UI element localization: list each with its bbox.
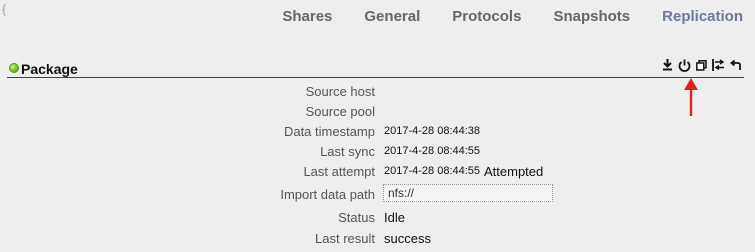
last-attempt-value: 2017-4-28 08:44:55 <box>384 165 481 177</box>
tab-protocols[interactable]: Protocols <box>452 8 522 25</box>
last-sync-row: Last sync 2017-4-28 08:44:55 <box>0 144 755 162</box>
package-header: Package <box>7 57 744 78</box>
source-pool-row: Source pool <box>0 104 755 122</box>
import-path-input[interactable] <box>383 184 553 202</box>
last-attempt-status: Attempted <box>484 164 544 179</box>
data-timestamp-label: Data timestamp <box>283 124 375 139</box>
tab-bar: Shares General Protocols Snapshots Repli… <box>250 8 743 25</box>
status-label: Status <box>338 210 375 225</box>
copy-icon[interactable] <box>693 57 710 73</box>
last-result-value: success <box>384 231 431 246</box>
tab-snapshots[interactable]: Snapshots <box>553 8 631 25</box>
data-timestamp-row: Data timestamp 2017-4-28 08:44:38 <box>0 124 755 142</box>
last-attempt-row: Last attempt 2017-4-28 08:44:55 Attempte… <box>0 164 755 182</box>
import-path-label: Import data path <box>280 187 375 202</box>
package-toolbar <box>659 57 744 73</box>
import-path-row: Import data path <box>0 187 755 205</box>
status-value: Idle <box>384 210 405 225</box>
status-indicator-icon <box>9 63 19 73</box>
tab-replication[interactable]: Replication <box>662 8 743 25</box>
source-host-label: Source host <box>305 84 375 99</box>
download-icon[interactable] <box>659 57 676 73</box>
transfer-icon[interactable] <box>710 57 727 73</box>
last-result-label: Last result <box>315 231 375 246</box>
tab-general[interactable]: General <box>364 8 421 25</box>
power-icon[interactable] <box>676 57 693 73</box>
annotation-arrow-icon <box>684 78 698 116</box>
tab-shares[interactable]: Shares <box>282 8 333 25</box>
last-result-row: Last result success <box>0 231 755 249</box>
package-title: Package <box>21 61 78 77</box>
last-attempt-label: Last attempt <box>303 164 375 179</box>
last-sync-value: 2017-4-28 08:44:55 <box>384 145 481 157</box>
last-sync-label: Last sync <box>320 144 375 159</box>
source-host-row: Source host <box>0 84 755 102</box>
reply-icon[interactable] <box>727 57 744 73</box>
source-pool-label: Source pool <box>305 104 375 119</box>
status-row: Status Idle <box>0 210 755 228</box>
corner-mark: { <box>2 2 7 16</box>
data-timestamp-value: 2017-4-28 08:44:38 <box>384 125 481 137</box>
